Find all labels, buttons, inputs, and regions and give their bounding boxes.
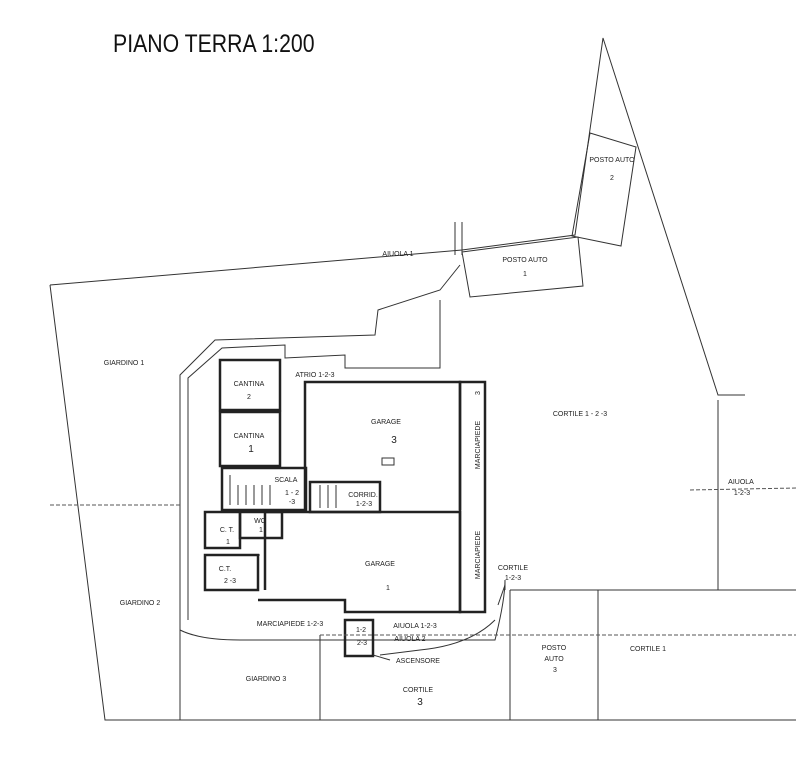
posto-auto-1 — [461, 236, 584, 298]
label-marciapiede-vertical: MARCIAPIEDE — [475, 421, 482, 470]
label-posto-auto-2-num: 2 — [610, 175, 614, 182]
label-ascensore-units-2: 2-3 — [357, 640, 367, 647]
label-garage-3-num: 3 — [391, 435, 397, 446]
label-giardino-2: GIARDINO 2 — [120, 600, 161, 607]
label-ct-1: C. T. — [220, 527, 234, 534]
plan-title: PIANO TERRA 1:200 — [113, 29, 314, 57]
label-garage-1: GARAGE — [365, 561, 395, 568]
lower-lots — [50, 487, 796, 720]
label-aiuola-1: AIUOLA 1 — [382, 251, 413, 258]
label-garage-1-num: 1 — [386, 585, 390, 592]
label-wc: WC — [254, 518, 266, 525]
label-cantina-2: CANTINA — [234, 381, 265, 388]
label-corridoio: CORRID. — [348, 492, 378, 499]
label-cantina-1-num: 1 — [248, 444, 254, 455]
label-scala-units-2: -3 — [289, 499, 295, 506]
label-posto-auto-2: POSTO AUTO — [589, 157, 635, 164]
label-cortile-3: CORTILE — [403, 687, 434, 694]
label-garage-3: GARAGE — [371, 419, 401, 426]
label-posto-auto-3-b: AUTO — [544, 656, 564, 663]
label-giardino-1: GIARDINO 1 — [104, 360, 145, 367]
label-cortile-123: CORTILE 1 - 2 -3 — [553, 411, 607, 418]
label-cantina-2-num: 2 — [247, 394, 251, 401]
label-ct-1-num: 1 — [226, 539, 230, 546]
site-boundary — [49, 37, 796, 721]
label-posto-auto-3: POSTO — [542, 645, 567, 652]
ascensore-shaft — [343, 618, 375, 658]
label-posto-auto-1: POSTO AUTO — [502, 257, 548, 264]
rooms — [203, 358, 487, 614]
label-marciapiede-vertical-2: MARCIAPIEDE — [475, 531, 482, 580]
label-ascensore-units: 1-2 — [356, 627, 366, 634]
posto-auto-2 — [571, 132, 637, 247]
label-scala: SCALA — [275, 477, 298, 484]
label-giardino-3: GIARDINO 3 — [246, 676, 287, 683]
label-cortile-123-b-units: 1-2-3 — [505, 575, 521, 582]
label-ascensore: ASCENSORE — [396, 658, 440, 665]
label-posto-auto-3-num: 3 — [553, 667, 557, 674]
label-marciapiede: MARCIAPIEDE 1-2-3 — [257, 621, 324, 628]
label-cortile-1: CORTILE 1 — [630, 646, 666, 653]
label-ct-23-num: 2 -3 — [224, 578, 236, 585]
building-outline — [179, 264, 506, 656]
label-marciapiede-vertical-num: 3 — [475, 391, 482, 395]
label-cantina-1: CANTINA — [234, 433, 265, 440]
label-aiuola-123: AIUOLA 1-2-3 — [393, 623, 437, 630]
label-cortile-123-b: CORTILE — [498, 565, 529, 572]
label-scala-units: 1 - 2 — [285, 490, 299, 497]
label-corridoio-units: 1-2-3 — [356, 501, 372, 508]
label-atrio: ATRIO 1-2-3 — [295, 372, 334, 379]
label-ct-23: C.T. — [219, 566, 232, 573]
ascensore-leader — [372, 654, 391, 661]
label-cortile-3-num: 3 — [417, 697, 423, 708]
label-posto-auto-1-num: 1 — [523, 271, 527, 278]
label-aiuola-right: AIUOLA — [728, 479, 754, 486]
label-wc-num: 1 — [259, 527, 263, 534]
label-aiuola-2: AIUOLA 2 — [394, 636, 425, 643]
label-aiuola-right-units: 1-2-3 — [734, 490, 750, 497]
